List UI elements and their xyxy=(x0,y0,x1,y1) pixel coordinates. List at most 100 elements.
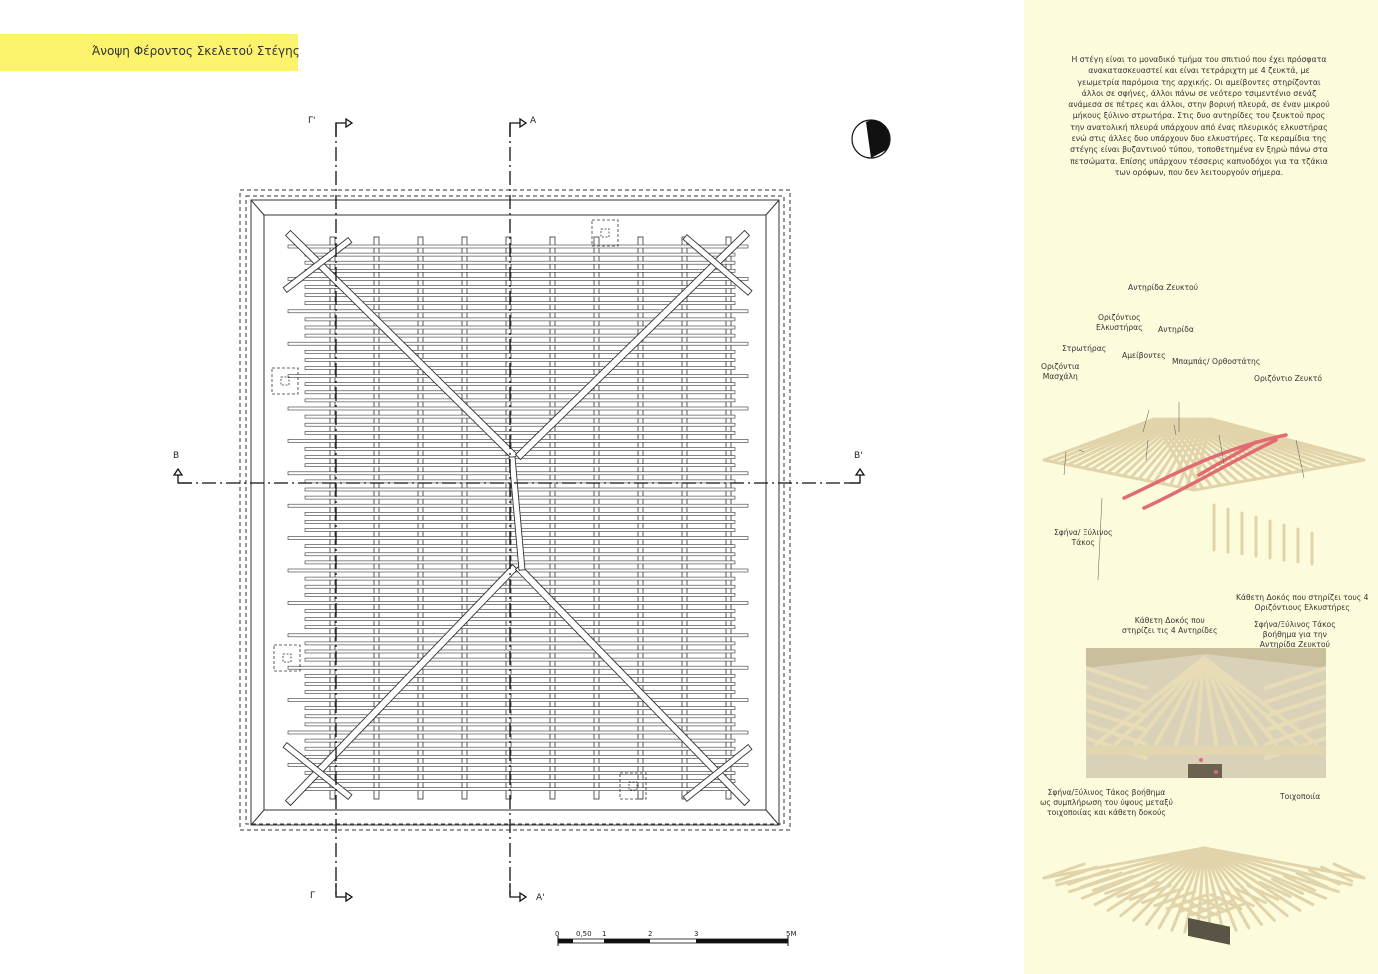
purlin xyxy=(1246,884,1280,902)
chimney-flue xyxy=(628,781,638,791)
purlin xyxy=(287,277,749,281)
purlin xyxy=(304,390,736,395)
rafter xyxy=(1089,417,1174,471)
purlin xyxy=(304,722,736,727)
rafter xyxy=(1202,846,1302,912)
rafter xyxy=(1202,846,1328,900)
section-marker xyxy=(335,117,354,137)
rafter xyxy=(1066,417,1165,467)
detail-rafter xyxy=(1194,656,1206,746)
hip-beam xyxy=(514,563,751,807)
rafter xyxy=(593,236,600,800)
detail-brace xyxy=(1086,666,1148,690)
chimney-outline xyxy=(271,367,299,395)
rafter xyxy=(1202,846,1315,906)
label-ameivontes: Αμείβοντες xyxy=(1122,351,1166,360)
detail-rafter xyxy=(1094,656,1206,746)
north-arrow-icon xyxy=(851,119,891,159)
purlin xyxy=(287,633,749,638)
hip-beam xyxy=(682,744,753,802)
purlin xyxy=(1042,862,1086,880)
rafter xyxy=(1202,846,1225,934)
roof-plan: Γ' Γ Α Α' Β Β' xyxy=(160,105,880,915)
purlin xyxy=(304,260,736,265)
rafter xyxy=(1196,846,1206,935)
purlin xyxy=(1091,874,1135,892)
purlin xyxy=(304,398,736,403)
chimney-outline xyxy=(619,772,647,800)
section-label-alpha-bottom: Α' xyxy=(536,893,545,903)
rafter xyxy=(1074,417,1168,468)
rafter xyxy=(1113,417,1183,476)
rafter xyxy=(725,236,732,800)
purlin xyxy=(1079,871,1123,889)
leader-line xyxy=(1097,497,1103,580)
label-orizontio-zeukto: Οριζόντιο Ζευκτό xyxy=(1254,374,1322,383)
rafter xyxy=(1081,417,1171,470)
purlin xyxy=(287,374,749,378)
purlin xyxy=(1104,877,1148,895)
scale-tick-5m: 5M xyxy=(786,930,797,938)
purlin xyxy=(304,422,736,427)
purlin xyxy=(304,269,736,273)
label-mpampas: Μπαμπάς/ Ορθοστάτης xyxy=(1172,357,1261,366)
chimney-outline xyxy=(591,219,619,247)
purlin xyxy=(1165,893,1209,911)
purlin xyxy=(304,738,736,743)
purlin xyxy=(304,641,736,646)
rafter xyxy=(1145,417,1195,483)
label-strotiras: Στρωτήρας xyxy=(1062,344,1107,353)
purlin xyxy=(1116,880,1160,898)
rafter xyxy=(1197,417,1330,468)
rafter xyxy=(549,236,556,800)
purlin xyxy=(304,617,736,621)
purlin xyxy=(304,430,736,435)
section-marker xyxy=(509,883,528,903)
purlin xyxy=(287,471,749,476)
title-bar: Άνοψη Φέροντος Σκελετού Στέγης xyxy=(0,34,300,71)
hip-beam xyxy=(682,234,753,296)
section-label-gamma-bottom: Γ xyxy=(310,891,316,901)
rafter xyxy=(1132,846,1206,922)
rafter xyxy=(1093,846,1206,906)
leader-line xyxy=(1078,449,1085,453)
rafter xyxy=(1202,846,1264,926)
detail-brace xyxy=(1086,708,1148,732)
purlin xyxy=(1307,868,1341,886)
section-label-alpha-top: Α xyxy=(530,116,537,126)
rafter xyxy=(329,236,336,800)
label-orizontios-elkystiras: Οριζόντιος Ελκυστήρας xyxy=(1096,313,1143,332)
purlin xyxy=(304,358,736,362)
chimney-flue xyxy=(600,228,610,238)
purlin xyxy=(1140,887,1184,905)
purlin xyxy=(304,706,736,711)
rafter xyxy=(1119,846,1206,918)
rafter xyxy=(1050,417,1159,464)
purlin xyxy=(304,649,736,654)
highlighted-brace xyxy=(1197,440,1258,477)
purlin xyxy=(304,779,736,783)
purlin xyxy=(1177,896,1221,914)
purlin xyxy=(304,657,736,662)
section-label-beta-right: Β' xyxy=(854,451,863,461)
rafter xyxy=(1192,417,1213,492)
purlin xyxy=(304,771,736,775)
rafter xyxy=(1202,846,1251,930)
purlin xyxy=(287,309,749,314)
detail-rafter xyxy=(1202,656,1218,746)
purlin xyxy=(1153,890,1197,908)
scale-bar: 0 0,50 1 2 3 5M xyxy=(550,930,810,960)
detail-rafter xyxy=(1202,656,1258,746)
detail-brace xyxy=(1264,694,1326,718)
purlin xyxy=(287,439,749,443)
purlin xyxy=(304,285,736,289)
purlin xyxy=(1172,902,1206,920)
purlin xyxy=(304,625,736,630)
purlin xyxy=(1221,890,1255,908)
rafter xyxy=(1097,417,1177,473)
eave-beam xyxy=(1192,458,1366,492)
section-marker xyxy=(335,883,354,903)
description-text: Η στέγη είναι το μοναδικό τμήμα του σπιτ… xyxy=(1068,55,1330,177)
purlin xyxy=(287,406,749,411)
purlin xyxy=(304,787,736,792)
